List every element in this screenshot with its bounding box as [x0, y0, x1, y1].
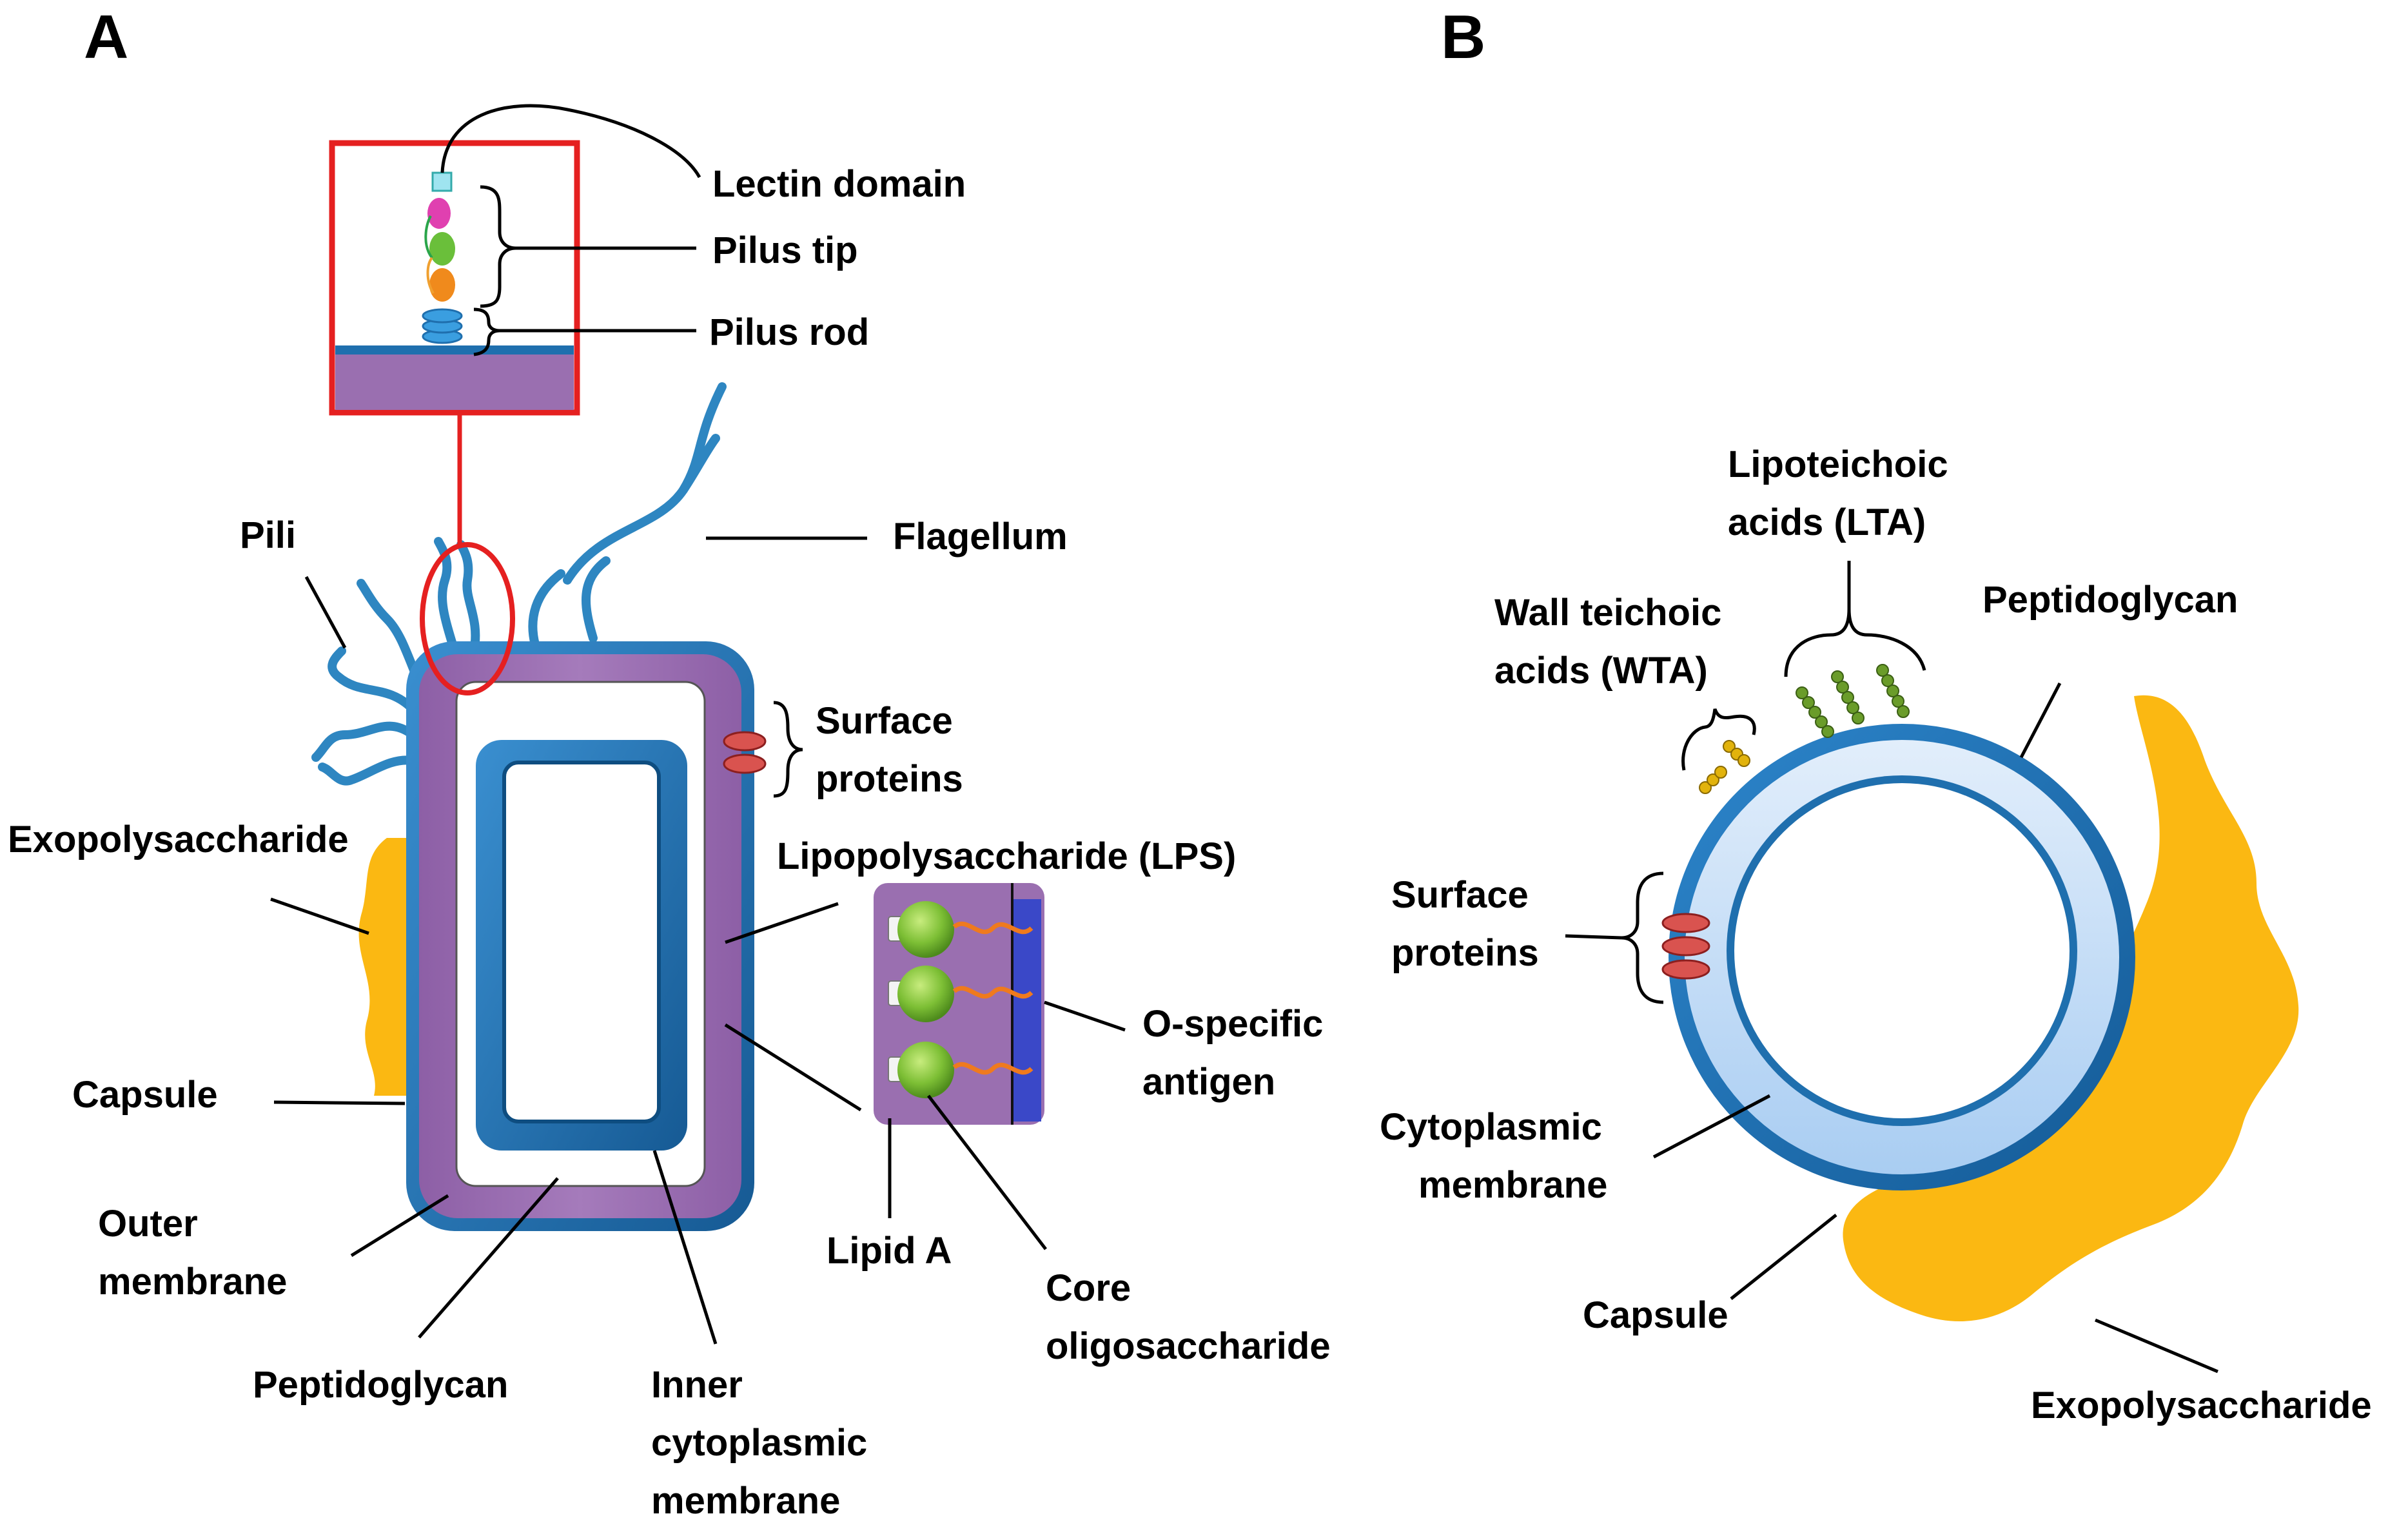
callout-membrane	[335, 353, 574, 410]
surface-proteins-brace-b	[1621, 871, 1664, 1004]
label-capsule-a: Capsule	[72, 1074, 218, 1116]
pilus-tip-brace	[480, 185, 516, 308]
label-pilus-rod: Pilus rod	[709, 311, 869, 353]
label-inner-line1: Inner	[651, 1364, 743, 1406]
panel-b-letter: B	[1441, 3, 1485, 72]
flagellum	[563, 382, 727, 585]
callout-membrane-surface	[335, 345, 574, 355]
label-lps: Lipopolysaccharide (LPS)	[777, 835, 1236, 877]
label-o-antigen-line1: O-specific	[1142, 1003, 1323, 1045]
label-pilus-tip: Pilus tip	[712, 229, 858, 271]
pilus-structure	[422, 171, 463, 344]
label-pili: Pili	[240, 514, 296, 556]
peptidoglycan-leader-a	[418, 1177, 559, 1339]
label-peptidoglycan-b: Peptidoglycan	[1982, 579, 2238, 621]
label-lipid-a: Lipid A	[827, 1230, 952, 1272]
cytoplasm	[502, 761, 661, 1123]
wta-molecules	[1699, 740, 1750, 794]
panel-a-letter: A	[84, 3, 128, 72]
label-lta-line1: Lipoteichoic	[1728, 443, 1948, 485]
label-core-line1: Core	[1046, 1267, 1131, 1309]
o-antigen-leader	[1044, 1000, 1126, 1032]
label-exopolysaccharide-a: Exopolysaccharide	[8, 819, 349, 860]
surface-proteins-b	[1661, 913, 1710, 980]
label-flagellum: Flagellum	[893, 516, 1068, 558]
label-lectin-domain: Lectin domain	[712, 163, 966, 205]
capsule-leader	[273, 1100, 406, 1105]
label-surface-proteins-a-line1: Surface	[816, 700, 953, 742]
label-core-line2: oligosaccharide	[1046, 1325, 1331, 1367]
core-oligosaccharide-leader	[927, 1094, 1047, 1250]
label-wta-line2: acids (WTA)	[1494, 650, 1708, 692]
label-inner-line2: cytoplasmic	[651, 1422, 867, 1464]
label-surface-proteins-b-line1: Surface	[1391, 874, 1529, 916]
exopolysaccharide-blob-a	[358, 838, 406, 1096]
label-cytoplasmic-line2: membrane	[1418, 1164, 1607, 1206]
surface-proteins-a	[723, 731, 767, 774]
label-wta-line1: Wall teichoic	[1494, 592, 1721, 634]
label-capsule-b: Capsule	[1583, 1294, 1728, 1336]
label-peptidoglycan-a: Peptidoglycan	[253, 1364, 508, 1406]
lps-leader	[725, 902, 839, 944]
label-inner-line3: membrane	[651, 1480, 840, 1522]
surface-proteins-brace-a	[773, 701, 803, 798]
pili-leader	[304, 576, 347, 649]
lta-molecules	[1796, 664, 1910, 738]
label-lta-line2: acids (LTA)	[1728, 501, 1926, 543]
label-o-antigen-line2: antigen	[1142, 1061, 1275, 1103]
capsule-leader-b	[1730, 1214, 1837, 1300]
pilus-highlight-ellipse	[420, 542, 515, 695]
lps-molecules	[888, 901, 1033, 1098]
label-surface-proteins-b-line2: proteins	[1391, 932, 1539, 974]
pili	[311, 537, 611, 786]
peptidoglycan-leader-b	[2019, 682, 2062, 759]
label-cytoplasmic-line1: Cytoplasmic	[1380, 1106, 1602, 1148]
cytoplasm-b	[1734, 783, 2070, 1118]
label-outer-membrane-line1: Outer	[98, 1203, 198, 1245]
cytoplasmic-membrane-leader-b	[1652, 1094, 1771, 1159]
surface-proteins-leader-b	[1565, 934, 1622, 940]
lectin-domain-leader	[440, 104, 701, 179]
label-exopolysaccharide-b: Exopolysaccharide	[2031, 1384, 2372, 1426]
inner-membrane-leader	[652, 1150, 718, 1345]
lta-brace	[1784, 608, 1926, 677]
o-antigen-band	[1012, 899, 1041, 1122]
label-outer-membrane-line2: membrane	[98, 1261, 287, 1303]
inner-membrane-leader-lps	[724, 1023, 862, 1112]
label-surface-proteins-a-line2: proteins	[816, 758, 963, 800]
outer-membrane-leader	[350, 1194, 449, 1258]
wta-brace	[1681, 708, 1756, 771]
exopolysaccharide-leader-b	[2095, 1318, 2218, 1374]
exopolysaccharide-leader-a	[270, 897, 369, 935]
